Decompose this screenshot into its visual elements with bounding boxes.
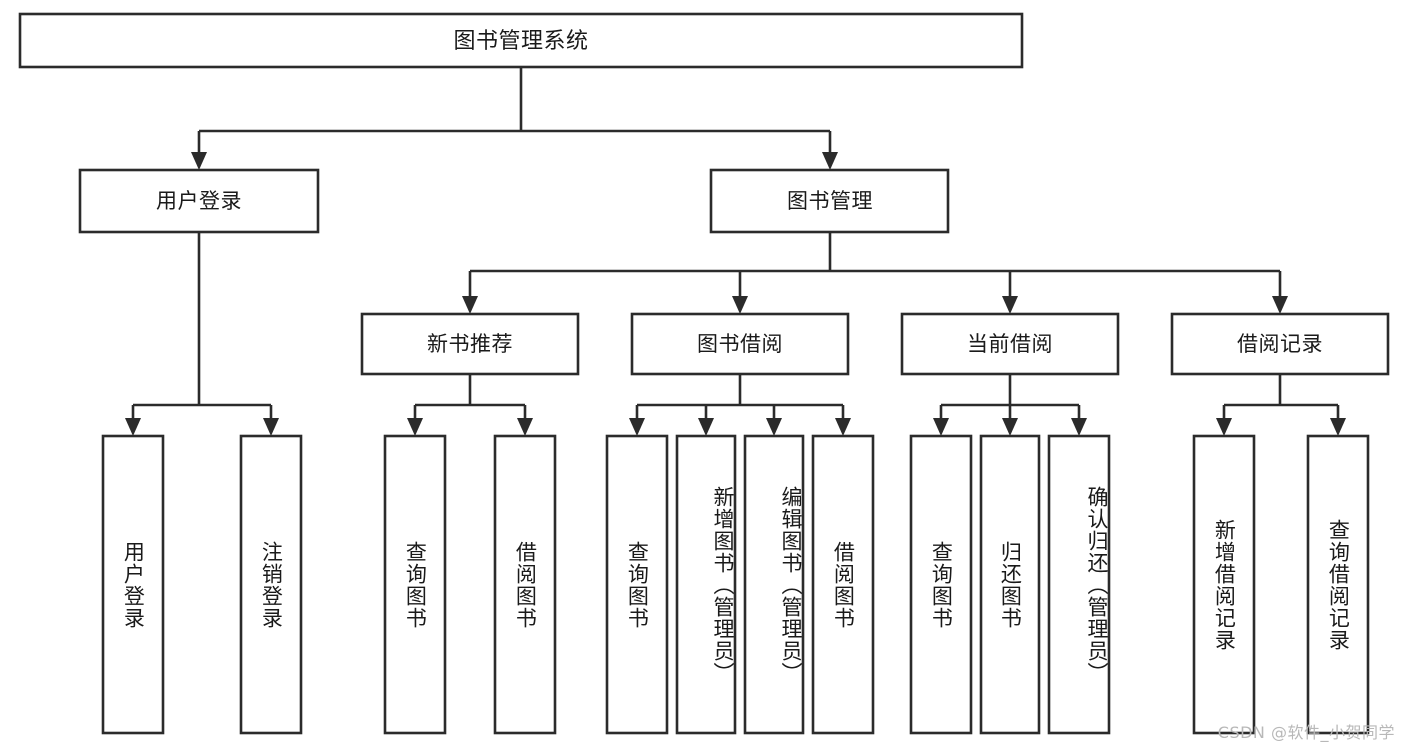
arrow-to-leaf-logout — [263, 418, 279, 436]
node-leaf-borrow-borrow-box[interactable] — [811, 434, 875, 735]
arrow-to-current-borrow — [1002, 296, 1018, 314]
node-root-title-label: 图书管理系统 — [453, 29, 588, 54]
node-user-login[interactable]: 用户登录 — [78, 168, 320, 234]
watermark-text: CSDN @软件_小贺同学 — [1217, 723, 1395, 742]
node-book-borrow-label: 图书借阅 — [697, 332, 783, 356]
arrow-to-leaf-cur-return — [1002, 418, 1018, 436]
arrow-to-borrow-record — [1272, 296, 1288, 314]
node-leaf-user-login-box[interactable] — [101, 434, 165, 735]
arrow-to-leaf-cur-confirm — [1071, 418, 1087, 436]
arrow-to-leaf-rec-borrow — [517, 418, 533, 436]
node-leaf-cur-return-box[interactable] — [979, 434, 1041, 735]
node-book-mgmt-label: 图书管理 — [787, 189, 873, 213]
node-current-borrow[interactable]: 当前借阅 — [900, 312, 1120, 376]
arrow-to-user-login — [191, 152, 207, 170]
node-leaf-cur-confirm-box[interactable] — [1047, 434, 1111, 735]
arrow-to-book-mgmt — [822, 152, 838, 170]
node-new-book-rec-label: 新书推荐 — [427, 332, 513, 356]
node-borrow-record-label: 借阅记录 — [1237, 332, 1323, 356]
node-user-login-label: 用户登录 — [156, 189, 242, 213]
connector-group — [125, 67, 1346, 436]
node-leaf-rec-query-box[interactable] — [383, 434, 447, 735]
node-leaf-borrow-edit-box[interactable] — [743, 434, 805, 735]
arrow-to-leaf-rec-search — [1330, 418, 1346, 436]
node-borrow-record[interactable]: 借阅记录 — [1170, 312, 1390, 376]
node-leaf-cur-query-box[interactable] — [909, 434, 973, 735]
node-current-borrow-label: 当前借阅 — [967, 332, 1053, 356]
node-book-borrow-box[interactable] — [630, 312, 850, 376]
node-borrow-record-box[interactable] — [1170, 312, 1390, 376]
node-book-mgmt-box[interactable] — [709, 168, 950, 234]
node-new-book-rec[interactable]: 新书推荐 — [360, 312, 580, 376]
node-new-book-rec-box[interactable] — [360, 312, 580, 376]
arrow-to-leaf-borrow-borrow — [835, 418, 851, 436]
arrow-to-leaf-rec-query — [407, 418, 423, 436]
node-user-login-box[interactable] — [78, 168, 320, 234]
arrow-to-leaf-rec-add — [1216, 418, 1232, 436]
node-leaf-rec-borrow-box[interactable] — [493, 434, 557, 735]
node-leaf-borrow-query-box[interactable] — [605, 434, 669, 735]
node-leaf-rec-add-box[interactable] — [1192, 434, 1256, 735]
arrow-to-leaf-user-login — [125, 418, 141, 436]
arrow-to-leaf-borrow-add — [698, 418, 714, 436]
node-current-borrow-box[interactable] — [900, 312, 1120, 376]
node-book-borrow[interactable]: 图书借阅 — [630, 312, 850, 376]
node-root-title[interactable]: 图书管理系统 — [18, 12, 1024, 69]
node-leaf-rec-search-box[interactable] — [1306, 434, 1370, 735]
node-leaf-logout-box[interactable] — [239, 434, 303, 735]
node-book-mgmt[interactable]: 图书管理 — [709, 168, 950, 234]
arrow-to-book-borrow — [732, 296, 748, 314]
arrow-to-leaf-cur-query — [933, 418, 949, 436]
node-leaf-borrow-add-box[interactable] — [675, 434, 737, 735]
arrow-to-new-book-rec — [462, 296, 478, 314]
arrow-to-leaf-borrow-edit — [766, 418, 782, 436]
node-root-title-box[interactable] — [18, 12, 1024, 69]
arrow-to-leaf-borrow-query — [629, 418, 645, 436]
